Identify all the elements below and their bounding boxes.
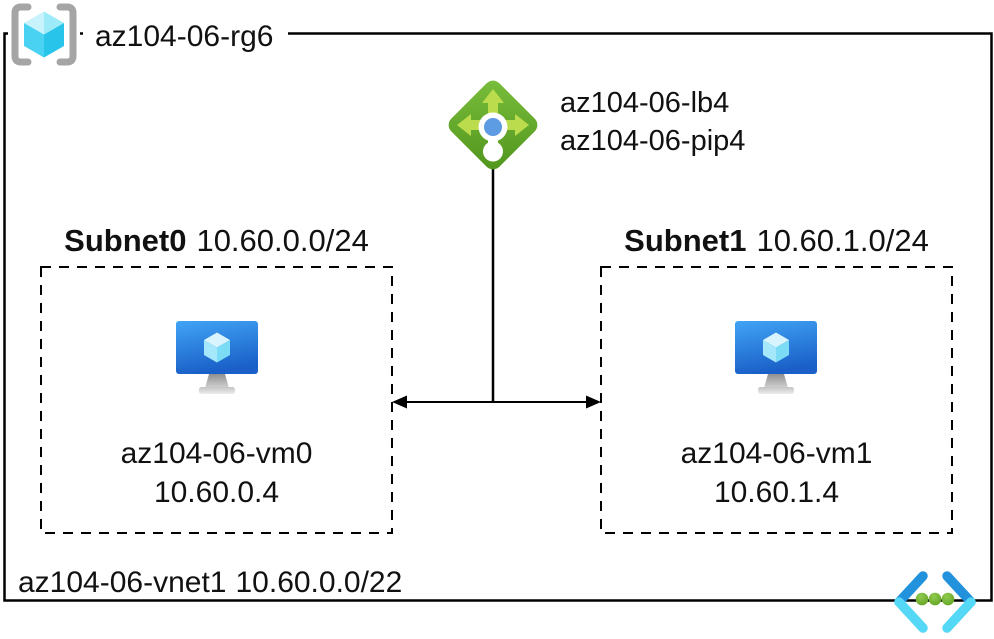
arrowhead-right [586,395,601,409]
chevron-right-bottom [942,597,976,633]
vm1-ip: 10.60.1.4 [713,476,840,509]
subnet1-label: Subnet1 10.60.1.0/24 [601,221,952,261]
vm1-label: az104-06-vm1 10.60.1.4 [601,434,952,512]
lb-arrows [457,89,529,136]
subnet0-label: Subnet0 10.60.0.0/24 [41,221,392,261]
subnet1-name: Subnet1 [624,223,747,258]
subnet0-border [40,266,393,534]
vm-cube-glyph [763,332,789,363]
resource-group-icon [8,3,80,66]
public-ip-name: az104-06-pip4 [560,125,746,157]
vnet-dots [915,592,955,606]
cube-glyph [24,11,64,58]
subnet1-cidr: 10.60.1.0/24 [756,223,929,258]
resource-group-label: az104-06-rg6 [83,18,289,56]
vm1-virtual-machine-icon [734,319,818,396]
virtual-network-icon [892,570,978,634]
load-balancer-name: az104-06-lb4 [560,87,730,119]
chevron-right-top [942,571,976,607]
load-balancer-icon [442,74,544,176]
lb-keyhole [478,112,508,162]
vm0-ip: 10.60.0.4 [153,476,280,509]
vm0-virtual-machine-icon [175,319,259,396]
vm-cube-glyph [204,332,230,363]
vm0-label: az104-06-vm0 10.60.0.4 [41,434,392,512]
bracket-right [56,3,77,66]
vnet-cidr: 10.60.0.0/22 [235,566,403,599]
subnet0-name: Subnet0 [64,223,187,258]
subnet1-border [600,266,953,534]
vm1-name: az104-06-vm1 [680,437,873,470]
subnet0-cidr: 10.60.0.0/24 [196,223,369,258]
chevron-left-bottom [894,597,928,633]
load-balancer-labels: az104-06-lb4 az104-06-pip4 [560,84,745,160]
resource-group-border [3,32,993,602]
bracket-left [11,3,32,66]
chevron-left-top [894,571,928,607]
arrowhead-left [392,395,407,409]
vm0-name: az104-06-vm0 [120,437,313,470]
vnet-name: az104-06-vnet1 [18,566,227,599]
